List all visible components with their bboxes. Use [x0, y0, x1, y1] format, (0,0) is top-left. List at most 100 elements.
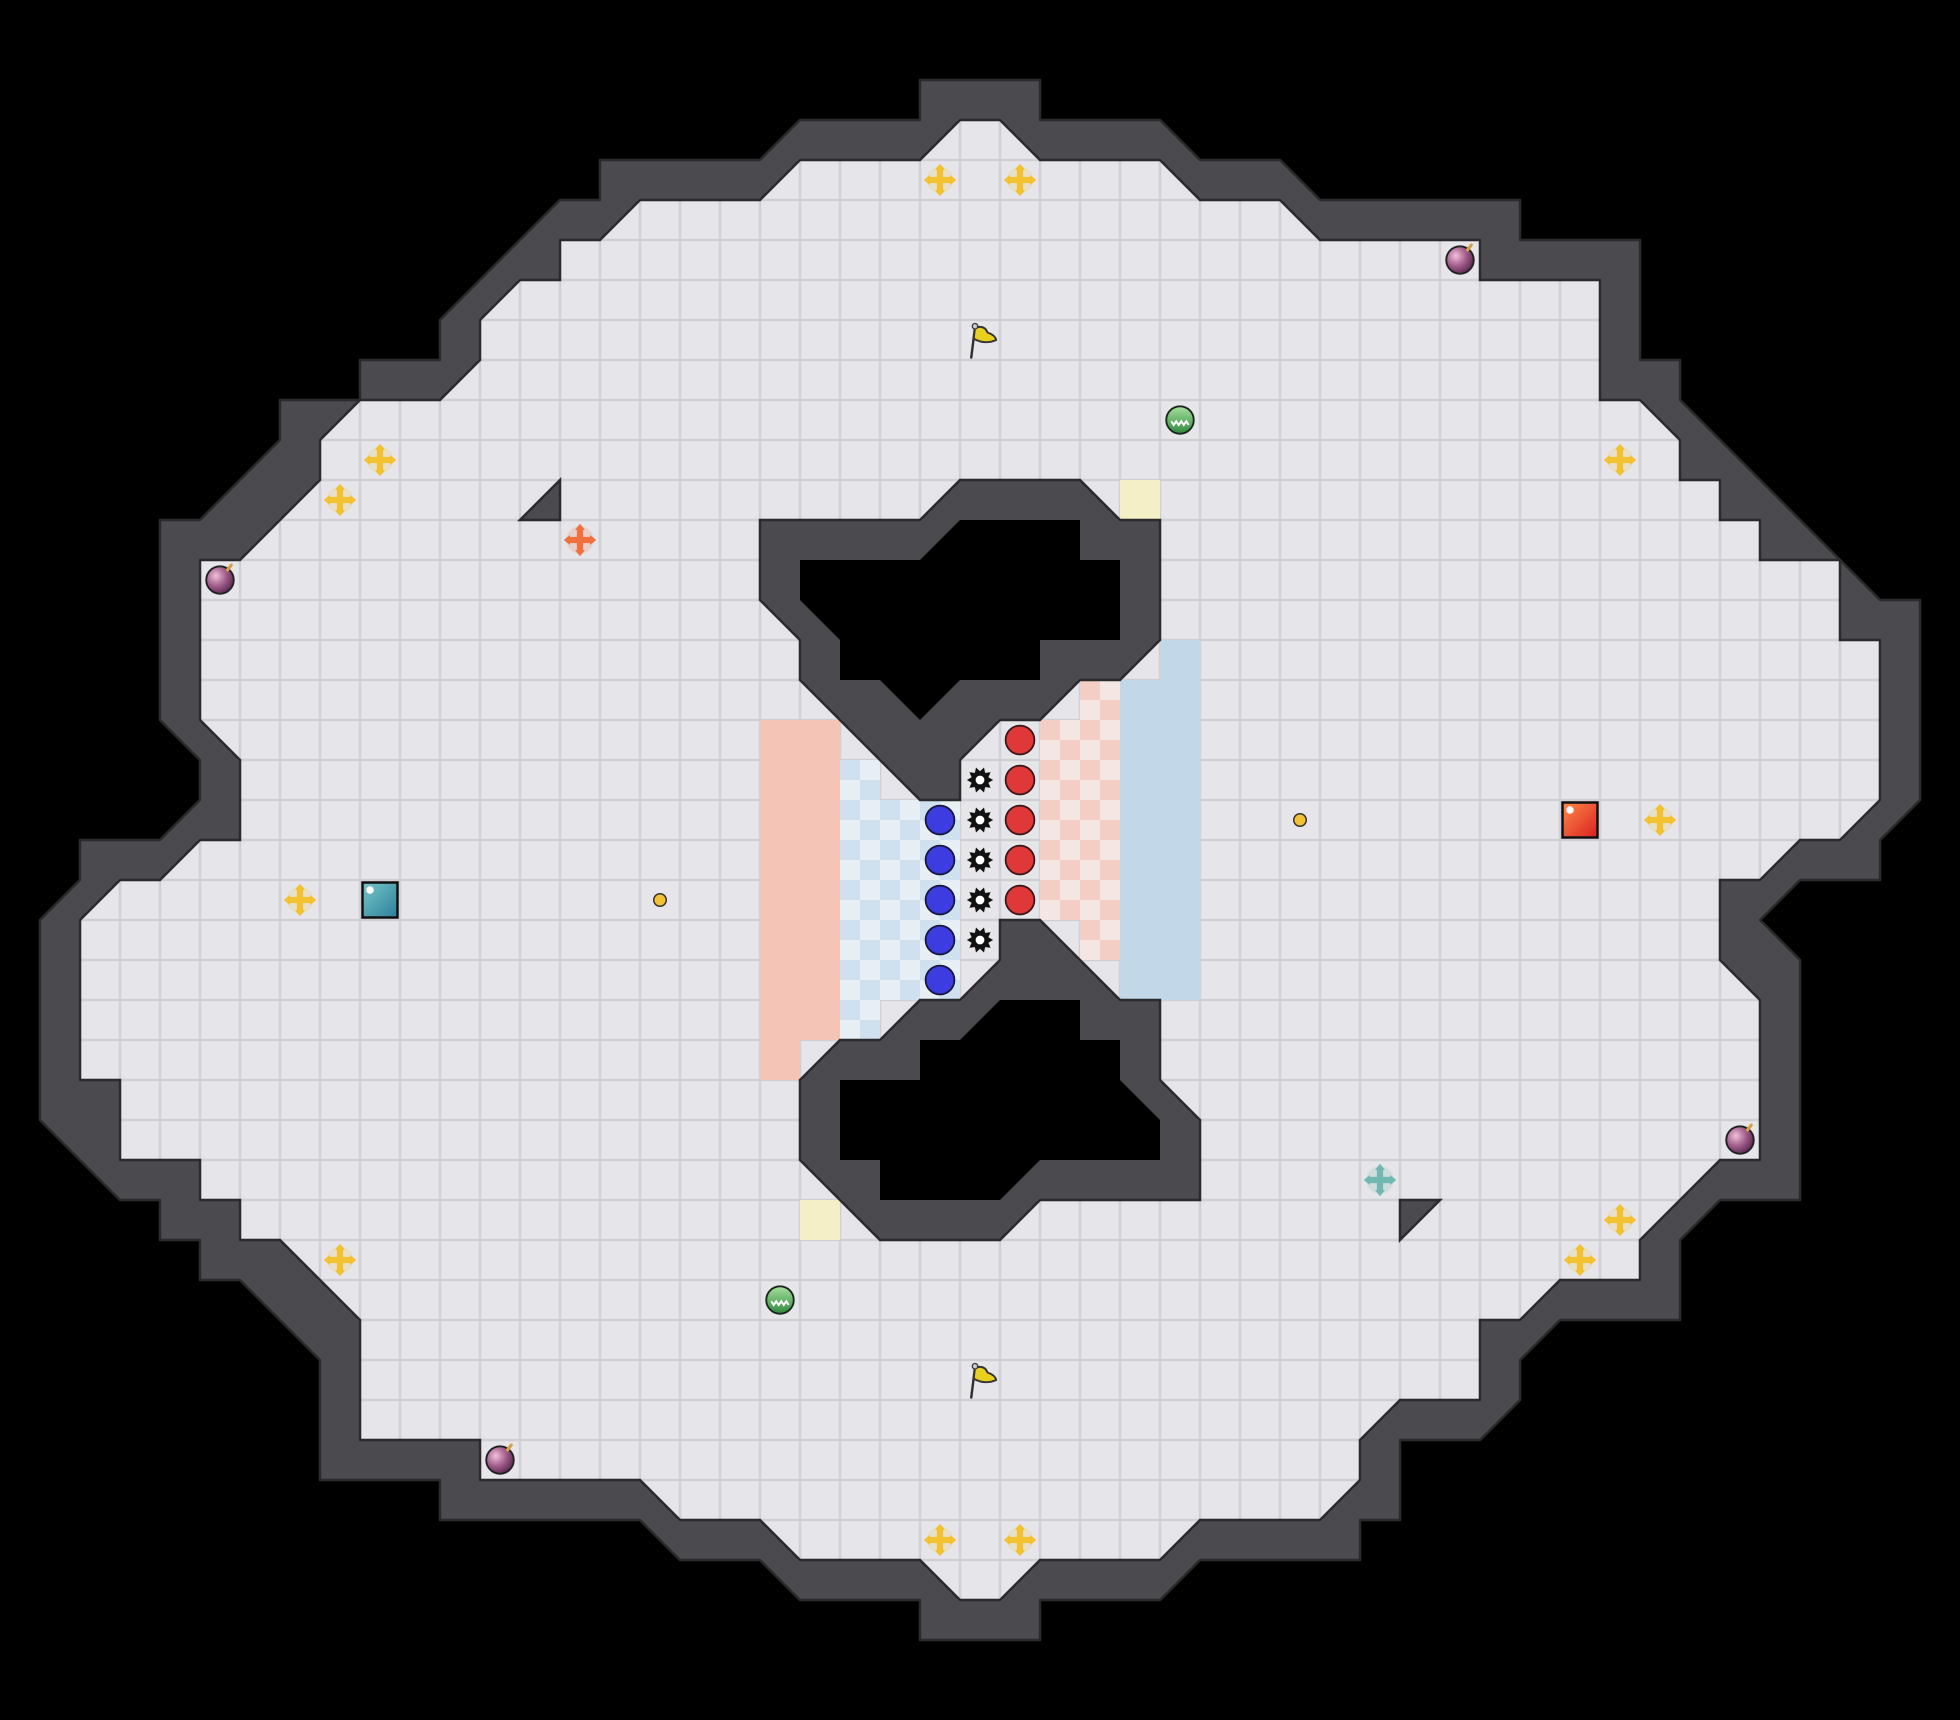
blue-zone-tile: [1160, 920, 1200, 960]
red-player[interactable]: [1004, 764, 1036, 796]
blue-zone-tile: [1120, 800, 1160, 840]
red-checker-tile: [1040, 720, 1080, 760]
red-zone-tile: [760, 1040, 800, 1080]
blue-player[interactable]: [924, 844, 956, 876]
red-zone-tile: [760, 1000, 800, 1040]
blue-player[interactable]: [924, 924, 956, 956]
yellow-boost-icon[interactable]: [363, 443, 397, 477]
blue-zone-tile: [1120, 720, 1160, 760]
blue-zone-tile: [1160, 680, 1200, 720]
bomb-icon[interactable]: [485, 1443, 515, 1475]
blue-checker-tile: [840, 760, 880, 800]
red-checker-tile: [1080, 920, 1120, 960]
blue-player[interactable]: [924, 884, 956, 916]
blue-zone-tile: [1120, 880, 1160, 920]
red-checker-tile: [1040, 760, 1080, 800]
bomb-icon[interactable]: [205, 563, 235, 595]
yellow-boost-icon[interactable]: [323, 1243, 357, 1277]
teal-boost-icon[interactable]: [1363, 1163, 1397, 1197]
blue-checker-tile: [880, 880, 920, 920]
red-checker-tile: [1080, 800, 1120, 840]
blue-checker-tile: [840, 800, 880, 840]
green-powerup-icon[interactable]: [765, 1285, 795, 1315]
red-zone-tile: [800, 800, 840, 840]
blue-checker-tile: [880, 800, 920, 840]
red-zone-tile: [760, 960, 800, 1000]
blue-zone-tile: [1160, 880, 1200, 920]
red-checker-tile: [1080, 760, 1120, 800]
blue-checker-tile: [840, 920, 880, 960]
pieces-layer: [205, 163, 1755, 1557]
red-zone-tile: [760, 720, 800, 760]
blue-zone-tile: [1160, 960, 1200, 1000]
red-zone-tile: [760, 760, 800, 800]
red-player[interactable]: [1004, 844, 1036, 876]
blue-team-base[interactable]: [361, 881, 399, 919]
outer-wall: [38, 78, 1922, 1642]
yellow-boost-icon[interactable]: [1643, 803, 1677, 837]
yellow-boost-icon[interactable]: [1003, 163, 1037, 197]
red-zone-tile: [800, 880, 840, 920]
yellow-boost-icon[interactable]: [923, 163, 957, 197]
red-zone-tile: [760, 920, 800, 960]
orange-boost-icon[interactable]: [563, 523, 597, 557]
red-checker-tile: [1040, 800, 1080, 840]
blue-checker-tile: [840, 880, 880, 920]
blue-checker-tile: [880, 840, 920, 880]
yellow-boost-icon[interactable]: [1603, 443, 1637, 477]
upper-island-void: [800, 520, 1120, 720]
blue-checker-tile: [840, 960, 880, 1000]
red-player[interactable]: [1004, 884, 1036, 916]
blue-zone-tile: [1120, 680, 1160, 720]
red-checker-tile: [1040, 880, 1080, 920]
yellow-boost-icon[interactable]: [1603, 1203, 1637, 1237]
lower-island-void: [840, 1000, 1160, 1200]
red-checker-tile: [1040, 840, 1080, 880]
spike-mine-icon: [966, 927, 994, 953]
blue-checker-tile: [840, 1000, 880, 1040]
blue-player[interactable]: [924, 804, 956, 836]
wall-notch-left: [516, 476, 562, 522]
bomb-icon[interactable]: [1445, 243, 1475, 275]
flag-icon[interactable]: [970, 1362, 998, 1399]
blue-zone-tile: [1120, 760, 1160, 800]
blue-checker-tile: [840, 840, 880, 880]
spike-mine-icon: [966, 887, 994, 913]
red-zone-tile: [800, 760, 840, 800]
yellow-boost-icon[interactable]: [923, 1523, 957, 1557]
red-zone-tile: [760, 880, 800, 920]
bomb-icon[interactable]: [1725, 1123, 1755, 1155]
small-dot-icon: [1293, 813, 1307, 827]
yellow-boost-icon[interactable]: [323, 483, 357, 517]
red-zone-tile: [760, 840, 800, 880]
spike-mine-icon: [966, 807, 994, 833]
yellow-boost-icon[interactable]: [283, 883, 317, 917]
wall-notch-right: [1398, 1198, 1444, 1244]
yellow-tile: [1120, 480, 1160, 520]
green-powerup-icon[interactable]: [1165, 405, 1195, 435]
red-zone-tile: [760, 800, 800, 840]
blue-zone-tile: [1160, 640, 1200, 680]
small-dot-icon: [653, 893, 667, 907]
red-checker-tile: [1080, 840, 1120, 880]
blue-zone-tile: [1160, 760, 1200, 800]
red-player[interactable]: [1004, 804, 1036, 836]
blue-zone-tile: [1120, 920, 1160, 960]
blue-zone-tile: [1120, 840, 1160, 880]
red-zone-tile: [800, 1000, 840, 1040]
yellow-boost-icon[interactable]: [1003, 1523, 1037, 1557]
red-player[interactable]: [1004, 724, 1036, 756]
red-zone-tile: [800, 960, 840, 1000]
flag-icon[interactable]: [970, 322, 998, 359]
red-zone-tile: [800, 720, 840, 760]
yellow-tile: [800, 1200, 840, 1240]
red-zone-tile: [800, 840, 840, 880]
blue-player[interactable]: [924, 964, 956, 996]
red-team-base[interactable]: [1561, 801, 1599, 839]
spike-mine-icon: [966, 767, 994, 793]
blue-zone-tile: [1160, 800, 1200, 840]
blue-zone-tile: [1160, 720, 1200, 760]
red-checker-tile: [1080, 680, 1120, 720]
yellow-boost-icon[interactable]: [1563, 1243, 1597, 1277]
